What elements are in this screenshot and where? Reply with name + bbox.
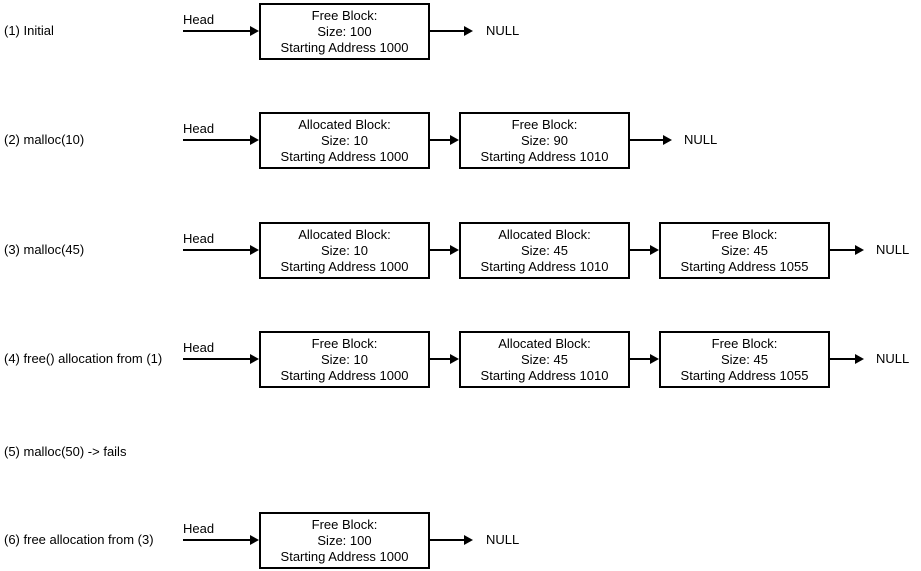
block-address: Starting Address 1010 — [480, 367, 609, 383]
block-type: Free Block: — [711, 226, 778, 242]
block-type: Allocated Block: — [298, 226, 391, 242]
arrowhead-icon — [450, 245, 459, 255]
block-size: Size: 90 — [521, 132, 568, 148]
block-size: Size: 10 — [321, 132, 368, 148]
block-address: Starting Address 1000 — [280, 548, 409, 564]
head-pointer-label: Head — [183, 521, 215, 536]
arrowhead-icon — [650, 245, 659, 255]
block-size: Size: 100 — [317, 532, 372, 548]
node-free-block: Free Block: Size: 100 Starting Address 1… — [259, 512, 430, 569]
null-label: NULL — [876, 242, 910, 257]
block-address: Starting Address 1000 — [280, 367, 409, 383]
block-type: Free Block: — [511, 116, 578, 132]
block-size: Size: 100 — [317, 23, 372, 39]
head-pointer-label: Head — [183, 121, 215, 136]
step-label: (1) Initial — [4, 23, 54, 38]
next-arrow — [430, 539, 464, 541]
next-arrow — [630, 249, 651, 251]
head-arrow — [183, 358, 250, 360]
head-pointer-label: Head — [183, 340, 215, 355]
block-size: Size: 45 — [521, 351, 568, 367]
head-arrow — [183, 139, 250, 141]
arrowhead-icon — [650, 354, 659, 364]
null-label: NULL — [486, 23, 520, 38]
block-type: Free Block: — [711, 335, 778, 351]
node-free-block: Free Block: Size: 100 Starting Address 1… — [259, 3, 430, 60]
next-arrow — [430, 358, 451, 360]
block-type: Free Block: — [311, 7, 378, 23]
head-pointer-label: Head — [183, 12, 215, 27]
block-type: Allocated Block: — [498, 335, 591, 351]
block-size: Size: 45 — [721, 351, 768, 367]
block-address: Starting Address 1055 — [680, 367, 809, 383]
block-size: Size: 45 — [521, 242, 568, 258]
arrowhead-icon — [250, 26, 259, 36]
step-label: (3) malloc(45) — [4, 242, 85, 257]
null-label: NULL — [684, 132, 718, 147]
node-allocated-block: Allocated Block: Size: 45 Starting Addre… — [459, 331, 630, 388]
block-address: Starting Address 1000 — [280, 148, 409, 164]
null-label: NULL — [876, 351, 910, 366]
next-arrow — [630, 358, 651, 360]
block-address: Starting Address 1000 — [280, 39, 409, 55]
block-type: Free Block: — [311, 335, 378, 351]
head-arrow — [183, 249, 250, 251]
node-allocated-block: Allocated Block: Size: 10 Starting Addre… — [259, 222, 430, 279]
next-arrow — [430, 139, 451, 141]
head-pointer-label: Head — [183, 231, 215, 246]
block-size: Size: 45 — [721, 242, 768, 258]
arrowhead-icon — [464, 535, 473, 545]
arrowhead-icon — [450, 354, 459, 364]
head-arrow — [183, 539, 250, 541]
next-arrow — [430, 30, 464, 32]
step-label: (2) malloc(10) — [4, 132, 85, 147]
node-free-block: Free Block: Size: 45 Starting Address 10… — [659, 222, 830, 279]
arrowhead-icon — [250, 535, 259, 545]
block-address: Starting Address 1055 — [680, 258, 809, 274]
block-address: Starting Address 1010 — [480, 258, 609, 274]
block-type: Allocated Block: — [498, 226, 591, 242]
step-label: (4) free() allocation from (1) — [4, 351, 163, 366]
arrowhead-icon — [250, 354, 259, 364]
arrowhead-icon — [855, 354, 864, 364]
next-arrow — [630, 139, 663, 141]
arrowhead-icon — [250, 245, 259, 255]
arrowhead-icon — [663, 135, 672, 145]
arrowhead-icon — [464, 26, 473, 36]
block-type: Allocated Block: — [298, 116, 391, 132]
step-label: (6) free allocation from (3) — [4, 532, 154, 547]
null-label: NULL — [486, 532, 520, 547]
next-arrow — [830, 358, 855, 360]
node-allocated-block: Allocated Block: Size: 45 Starting Addre… — [459, 222, 630, 279]
block-size: Size: 10 — [321, 351, 368, 367]
block-address: Starting Address 1000 — [280, 258, 409, 274]
next-arrow — [830, 249, 855, 251]
block-type: Free Block: — [311, 516, 378, 532]
arrowhead-icon — [250, 135, 259, 145]
step-label: (5) malloc(50) -> fails — [4, 444, 127, 459]
node-free-block: Free Block: Size: 45 Starting Address 10… — [659, 331, 830, 388]
block-size: Size: 10 — [321, 242, 368, 258]
head-arrow — [183, 30, 250, 32]
node-free-block: Free Block: Size: 90 Starting Address 10… — [459, 112, 630, 169]
node-allocated-block: Allocated Block: Size: 10 Starting Addre… — [259, 112, 430, 169]
arrowhead-icon — [855, 245, 864, 255]
node-free-block: Free Block: Size: 10 Starting Address 10… — [259, 331, 430, 388]
arrowhead-icon — [450, 135, 459, 145]
block-address: Starting Address 1010 — [480, 148, 609, 164]
next-arrow — [430, 249, 451, 251]
